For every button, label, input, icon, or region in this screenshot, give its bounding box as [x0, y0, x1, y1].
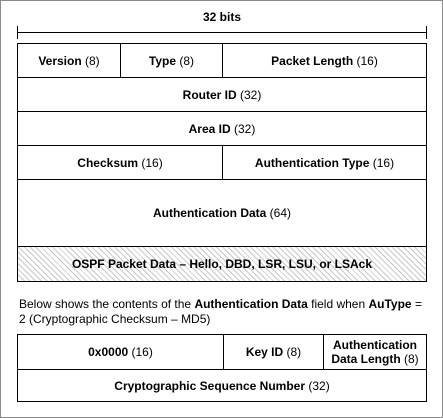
field-zero-padding: 0x0000 (16)	[17, 334, 224, 370]
field-area-id: Area ID (32)	[17, 111, 427, 146]
auth-data-description: Below shows the contents of the Authenti…	[19, 297, 422, 326]
field-ospf-packet-data: OSPF Packet Data – Hello, DBD, LSR, LSU,…	[17, 246, 427, 282]
field-version: Version (8)	[17, 43, 121, 78]
field-router-id: Router ID (32)	[17, 77, 427, 112]
field-authentication-type: Authentication Type (16)	[222, 145, 427, 180]
field-crypto-sequence-number: Cryptographic Sequence Number (32)	[17, 369, 427, 402]
bits-width-label: 32 bits	[202, 10, 241, 24]
field-packet-length: Packet Length (16)	[222, 43, 427, 78]
field-authentication-data: Authentication Data (64)	[17, 179, 427, 247]
field-key-id: Key ID (8)	[223, 334, 324, 370]
field-type: Type (8)	[120, 43, 223, 78]
field-checksum: Checksum (16)	[17, 145, 223, 180]
bits-width-bracket	[17, 26, 427, 40]
